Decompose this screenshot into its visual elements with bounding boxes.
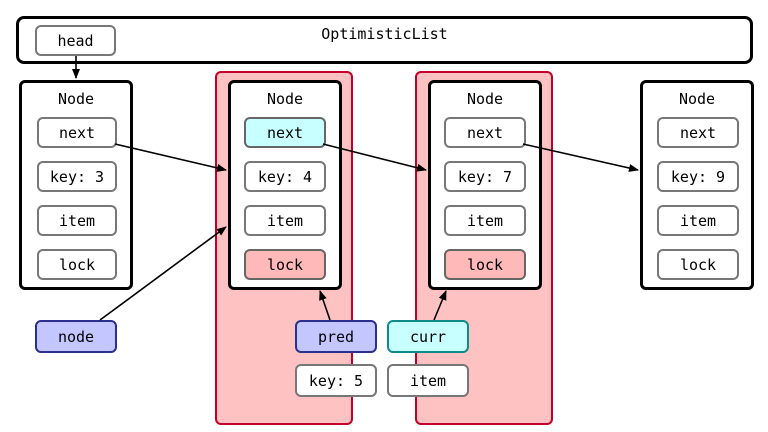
node-variable: node: [35, 320, 117, 353]
node-next-field: next: [657, 117, 739, 148]
curr-variable: curr: [387, 320, 469, 353]
optimistic-list-container: OptimisticList: [16, 16, 753, 64]
node-lock-field: lock: [657, 249, 739, 280]
node-next-field: next: [444, 117, 526, 148]
node-item-field: item: [657, 205, 739, 236]
node-title: Node: [57, 90, 95, 108]
head-field: head: [35, 25, 116, 56]
node-key-4: Node next key: 4 item lock: [228, 80, 342, 290]
node-key-field: key: 4: [244, 161, 326, 192]
node-next-field: next: [37, 117, 117, 148]
curr-item-field: item: [387, 364, 469, 397]
node-lock-field: lock: [244, 249, 326, 280]
node-key-9: Node next key: 9 item lock: [640, 80, 754, 290]
node-key-3: Node next key: 3 item lock: [19, 80, 133, 290]
node-lock-field: lock: [37, 249, 117, 280]
node-item-field: item: [244, 205, 326, 236]
node-title: Node: [678, 90, 716, 108]
pred-key-field: key: 5: [295, 364, 377, 397]
node-key-field: key: 9: [657, 161, 739, 192]
node-item-field: item: [444, 205, 526, 236]
node-lock-field: lock: [444, 249, 526, 280]
list-title: OptimisticList: [321, 25, 448, 43]
node-title: Node: [266, 90, 304, 108]
node-key-field: key: 3: [37, 161, 117, 192]
node-next-field: next: [244, 117, 326, 148]
pred-variable: pred: [295, 320, 377, 353]
node-key-field: key: 7: [444, 161, 526, 192]
node-item-field: item: [37, 205, 117, 236]
node-title: Node: [466, 90, 504, 108]
node-key-7: Node next key: 7 item lock: [428, 80, 542, 290]
